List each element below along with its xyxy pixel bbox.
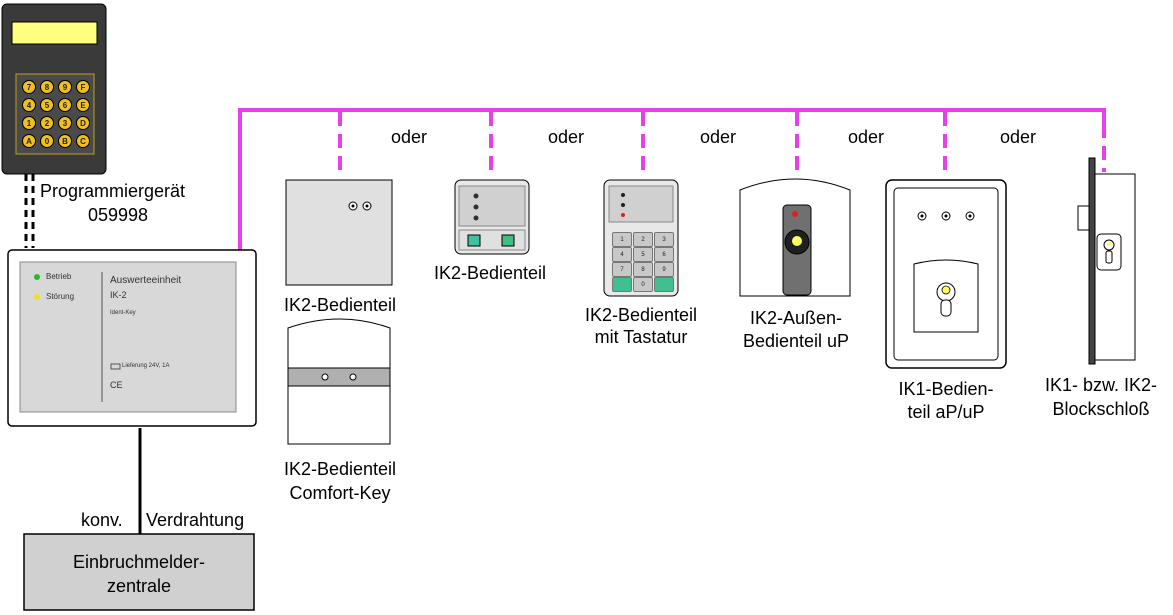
keypad-key[interactable]: 0 [633,277,653,292]
label-tastatur-line2: mit Tastatur [594,327,688,347]
label-tastatur-line1: IK2-Bedienteil [584,305,698,325]
alarm-panel-line2: zentrale [106,576,172,596]
programmer-label-line2: 059998 [88,205,149,225]
alarm-panel-line1: Einbruchmelder- [72,552,206,572]
wiring-label-right: Verdrahtung [146,510,245,530]
label-comfort-key-line1: IK2-Bedienteil [283,459,397,479]
keypad-key[interactable]: 6 [654,247,674,262]
programmer-key[interactable]: 5 [40,98,54,112]
programmer-link [24,174,35,248]
programmer-key[interactable]: 7 [22,80,36,94]
unit-title: Auswerteeinheit [110,275,182,286]
label-ik2-bedienteil-led: IK2-Bedienteil [433,263,547,283]
bus-drops [338,112,1106,172]
label-ik1-line2: teil aP/uP [907,402,985,422]
programmer-key[interactable]: 1 [22,116,36,130]
programmer-key[interactable]: B [58,134,72,148]
keypad-key[interactable]: 2 [633,232,653,247]
label-aussen-line1: IK2-Außen- [749,308,843,328]
unit-rating: Lieferung 24V, 1A [122,363,170,369]
keypad-key[interactable]: 1 [612,232,632,247]
evaluation-unit [7,249,257,427]
oder-label: oder [1000,127,1037,147]
label-block-line2: Blockschloß [1052,399,1150,419]
keypad-key[interactable]: 4 [612,247,632,262]
programmer-key[interactable]: 6 [58,98,72,112]
programmer-key[interactable]: 4 [22,98,36,112]
device-block-lock [1077,157,1136,365]
programmer-key[interactable]: 8 [40,80,54,94]
oder-label: oder [700,127,737,147]
bus-line [238,108,1106,250]
keypad-key[interactable]: 8 [633,262,653,277]
label-ik1-line1: IK1-Bedien- [898,379,994,399]
programmer-key[interactable]: E [76,98,90,112]
label-aussen-line2: Bedienteil uP [742,331,850,351]
device-ik2-outdoor [739,178,851,297]
programmer-label-line1: Programmiergerät [40,181,186,201]
device-comfort-key [287,318,391,445]
programmer-key[interactable]: 3 [58,116,72,130]
alarm-panel [23,533,255,611]
keypad-key[interactable]: 3 [654,232,674,247]
led-green [34,274,40,280]
led-label-stoerung: Störung [46,292,75,301]
programmer-key[interactable]: C [76,134,90,148]
programmer-key[interactable]: 2 [40,116,54,130]
label-ik2-bedienteil-square: IK2-Bedienteil [283,295,397,315]
oder-label: oder [391,127,428,147]
led-yellow [34,294,40,300]
ce-mark: CE [110,380,123,390]
programmer-key[interactable]: 9 [58,80,72,94]
device-ik2-square [285,179,393,286]
oder-label: oder [848,127,885,147]
programmer-display [11,21,98,45]
programmer-key[interactable]: D [76,116,90,130]
device-ik2-led [454,179,530,255]
wiring-label-left: konv. [81,510,123,530]
keypad-key[interactable]: 9 [654,262,674,277]
keypad-key[interactable]: 7 [612,262,632,277]
label-block-line1: IK1- bzw. IK2- [1044,375,1158,395]
programmer-key[interactable]: 0 [40,134,54,148]
keypad-key[interactable] [612,277,632,292]
unit-model: IK-2 [110,290,127,300]
label-comfort-key-line2: Comfort-Key [289,483,391,503]
keypad-key[interactable]: 5 [633,247,653,262]
oder-label: oder [548,127,585,147]
programmer-key[interactable]: F [76,80,90,94]
device-ik1 [885,179,1007,369]
unit-subtitle: Ident-Key [110,310,136,316]
keypad-key[interactable] [654,277,674,292]
programmer-key[interactable]: A [22,134,36,148]
led-label-betrieb: Betrieb [46,272,72,281]
